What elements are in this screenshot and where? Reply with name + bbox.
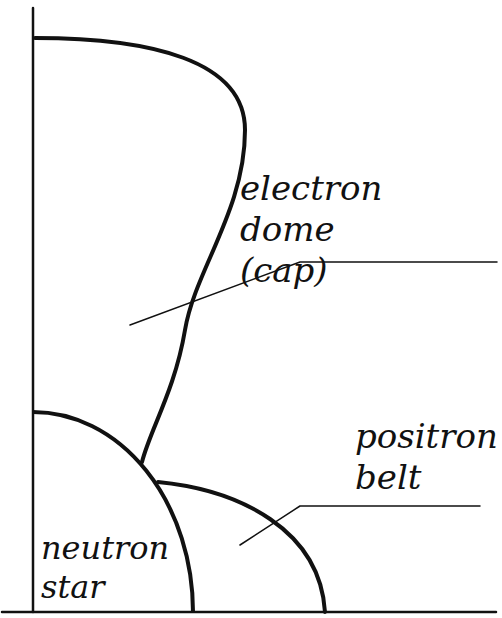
electron-dome-outline — [35, 38, 245, 462]
neutron-star-region: neutron star — [33, 412, 193, 612]
callout-label: positron belt — [355, 416, 498, 498]
region-label: neutron star — [41, 529, 169, 606]
vertical-axis — [32, 8, 35, 612]
callout-label: electron dome (cap) — [240, 168, 418, 290]
leader-line — [240, 506, 480, 545]
horizontal-axis — [2, 611, 496, 614]
star-arc — [33, 412, 193, 612]
